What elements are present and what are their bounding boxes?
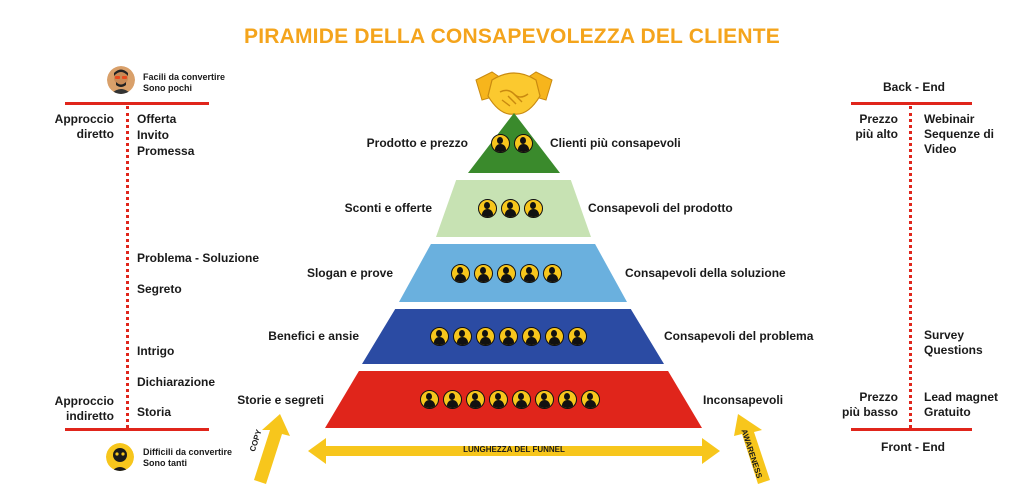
tier-1-left-label: Prodotto e prezzo xyxy=(366,136,468,150)
person-icon xyxy=(512,390,531,409)
tier-3-left-label: Slogan e prove xyxy=(306,266,393,280)
tier-4-left-label: Benefici e ansie xyxy=(268,329,359,343)
person-icon xyxy=(453,327,472,346)
tier-3-right-label: Consapevoli della soluzione xyxy=(625,266,786,280)
avatar-top xyxy=(107,66,135,94)
handshake-icon xyxy=(475,71,553,115)
tier-2-right-label: Consapevoli del prodotto xyxy=(588,201,733,215)
right-dotted-axis xyxy=(909,106,912,428)
left-item-invito: Invito xyxy=(137,128,169,142)
approach-indirect-line-2: indiretto xyxy=(66,409,114,423)
person-icon xyxy=(451,264,470,283)
person-icon xyxy=(420,390,439,409)
approach-indirect-line-1: Approccio xyxy=(54,394,114,408)
tier-1-people xyxy=(491,134,533,153)
bottom-note-line-2: Sono tanti xyxy=(143,458,187,468)
left-item-intrigo: Intrigo xyxy=(137,344,175,358)
person-icon xyxy=(522,327,541,346)
price-high-line-1: Prezzo xyxy=(859,112,898,126)
page-title: PIRAMIDE DELLA CONSAPEVOLEZZA DEL CLIENT… xyxy=(244,25,780,48)
price-low-line-1: Prezzo xyxy=(859,390,898,404)
back-end-label: Back - End xyxy=(883,80,946,94)
left-item-offerta: Offerta xyxy=(137,112,177,126)
left-item-segreto: Segreto xyxy=(137,282,182,296)
person-icon xyxy=(430,327,449,346)
tier-5-left-label: Storie e segreti xyxy=(237,393,324,407)
person-icon xyxy=(497,264,516,283)
avatar-bottom xyxy=(106,443,134,471)
person-icon xyxy=(466,390,485,409)
person-icon xyxy=(524,199,543,218)
price-low-line-2: più basso xyxy=(841,405,898,419)
approach-direct-line-1: Approccio xyxy=(54,112,114,126)
tier-4-right-label: Consapevoli del problema xyxy=(664,329,814,343)
approach-direct-line-2: diretto xyxy=(76,127,114,141)
tier-5-right-label: Inconsapevoli xyxy=(703,393,784,407)
lead-line-1: Lead magnet xyxy=(924,390,999,404)
top-note-line-1: Facili da convertire xyxy=(143,72,226,82)
webinar-line-2: Sequenze di xyxy=(924,127,995,141)
front-end-label: Front - End xyxy=(881,440,945,454)
survey-line-1: Survey xyxy=(924,328,965,342)
funnel-length-label: LUNGHEZZA DEL FUNNEL xyxy=(463,445,565,454)
person-icon xyxy=(501,199,520,218)
left-item-dichiarazione: Dichiarazione xyxy=(137,375,216,389)
price-high-line-2: più alto xyxy=(855,127,898,141)
right-bottom-divider xyxy=(851,428,972,431)
bottom-note-line-1: Difficili da convertire xyxy=(143,447,233,457)
top-note-line-2: Sono pochi xyxy=(143,83,192,93)
person-icon xyxy=(545,327,564,346)
webinar-line-3: Video xyxy=(924,142,957,156)
person-icon xyxy=(581,390,600,409)
tier-2-left-label: Sconti e offerte xyxy=(344,201,432,215)
lead-line-2: Gratuito xyxy=(924,405,971,419)
person-icon xyxy=(443,390,462,409)
person-icon xyxy=(499,327,518,346)
tier-1-right-label: Clienti più consapevoli xyxy=(550,136,681,150)
person-icon xyxy=(520,264,539,283)
left-item-storia: Storia xyxy=(137,405,172,419)
person-icon xyxy=(476,327,495,346)
person-icon xyxy=(558,390,577,409)
person-icon xyxy=(491,134,510,153)
left-bottom-divider xyxy=(65,428,209,431)
tier-5-people xyxy=(420,390,600,409)
left-top-divider xyxy=(65,102,209,105)
left-dotted-axis xyxy=(126,106,129,428)
survey-line-2: Questions xyxy=(924,343,983,357)
person-icon xyxy=(568,327,587,346)
left-item-problema-soluzione: Problema - Soluzione xyxy=(137,251,260,265)
copy-arrow xyxy=(254,414,290,484)
person-icon xyxy=(514,134,533,153)
tier-3-people xyxy=(451,264,562,283)
tier-2-people xyxy=(478,199,543,218)
person-icon xyxy=(535,390,554,409)
tier-4-people xyxy=(430,327,587,346)
person-icon xyxy=(543,264,562,283)
person-icon xyxy=(474,264,493,283)
person-icon xyxy=(489,390,508,409)
right-top-divider xyxy=(851,102,972,105)
funnel-length-arrow xyxy=(308,438,720,464)
awareness-arrow xyxy=(734,414,770,484)
person-icon xyxy=(478,199,497,218)
webinar-line-1: Webinair xyxy=(924,112,975,126)
left-item-promessa: Promessa xyxy=(137,144,195,158)
